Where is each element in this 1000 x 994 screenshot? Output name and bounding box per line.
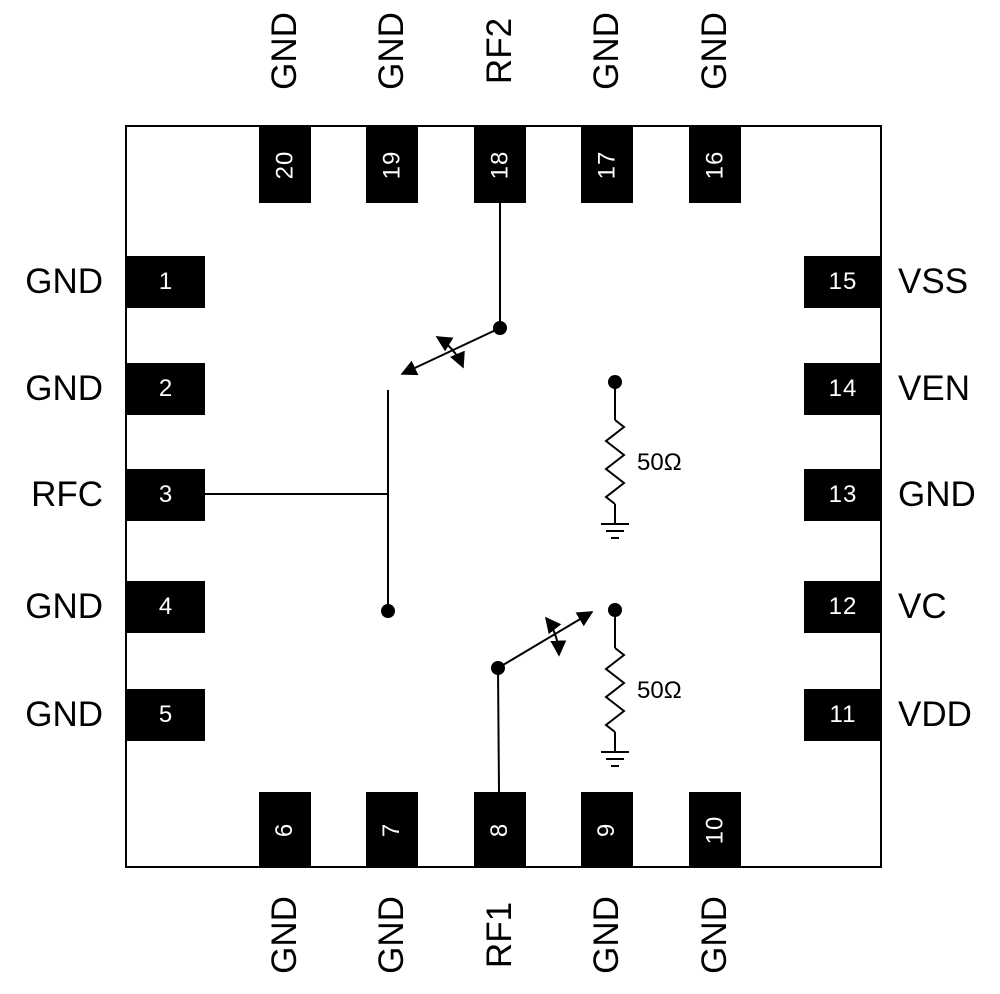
- pin-4: 4: [127, 581, 205, 633]
- pin-3: 3: [127, 469, 205, 521]
- pin-2: 2: [127, 363, 205, 415]
- pin-2-number: 2: [158, 375, 174, 402]
- label-pin17: GND: [587, 12, 626, 90]
- pin-18: 18: [474, 127, 526, 203]
- pin-19-number: 19: [377, 150, 405, 180]
- pin-14: 14: [804, 363, 882, 415]
- pin-1-number: 1: [158, 268, 174, 295]
- pin-11: 11: [804, 689, 882, 741]
- pin-5: 5: [127, 689, 205, 741]
- pin-12-number: 12: [828, 593, 858, 620]
- label-pin11-vdd: VDD: [898, 695, 972, 734]
- label-pin15-vss: VSS: [898, 262, 969, 301]
- label-pin4: GND: [25, 587, 103, 626]
- pin-1: 1: [127, 256, 205, 308]
- label-pin13-gnd: GND: [898, 475, 976, 514]
- pin-12: 12: [804, 581, 882, 633]
- label-pin3-rfc: RFC: [31, 475, 103, 514]
- pin-20-number: 20: [270, 150, 298, 180]
- pin-10: 10: [689, 792, 741, 868]
- pin-9-number: 9: [592, 822, 620, 838]
- pin-8-number: 8: [485, 822, 513, 838]
- pin-15: 15: [804, 256, 882, 308]
- pin-16-number: 16: [700, 150, 728, 180]
- pin-6: 6: [259, 792, 311, 868]
- label-pin2: GND: [25, 369, 103, 408]
- label-pin19: GND: [372, 12, 411, 90]
- pin-16: 16: [689, 127, 741, 203]
- pin-11-number: 11: [829, 701, 857, 728]
- label-pin7: GND: [372, 896, 411, 974]
- pin-14-number: 14: [828, 375, 858, 402]
- label-pin1: GND: [25, 262, 103, 301]
- pin-7-number: 7: [377, 822, 405, 838]
- label-pin12-vc: VC: [898, 587, 947, 626]
- package-outline: [125, 125, 882, 868]
- pin-9: 9: [581, 792, 633, 868]
- label-pin9: GND: [587, 896, 626, 974]
- pin-13-number: 13: [828, 481, 858, 508]
- pin-6-number: 6: [270, 822, 298, 838]
- pin-4-number: 4: [158, 593, 174, 620]
- label-pin14-ven: VEN: [898, 369, 970, 408]
- pin-8: 8: [474, 792, 526, 868]
- label-pin5: GND: [25, 695, 103, 734]
- pin-19: 19: [366, 127, 418, 203]
- pin-20: 20: [259, 127, 311, 203]
- label-pin18-rf2: RF2: [480, 17, 519, 85]
- label-pin20: GND: [265, 12, 304, 90]
- label-pin10: GND: [695, 896, 734, 974]
- label-pin6: GND: [265, 896, 304, 974]
- pin-3-number: 3: [158, 481, 174, 508]
- pin-17: 17: [581, 127, 633, 203]
- pin-10-number: 10: [700, 815, 728, 845]
- label-pin16: GND: [695, 12, 734, 90]
- label-pin8-rf1: RF1: [480, 901, 519, 969]
- pin-7: 7: [366, 792, 418, 868]
- pin-18-number: 18: [485, 150, 513, 180]
- pin-17-number: 17: [592, 150, 620, 180]
- pin-13: 13: [804, 469, 882, 521]
- pin-15-number: 15: [828, 268, 858, 295]
- pin-5-number: 5: [158, 701, 174, 728]
